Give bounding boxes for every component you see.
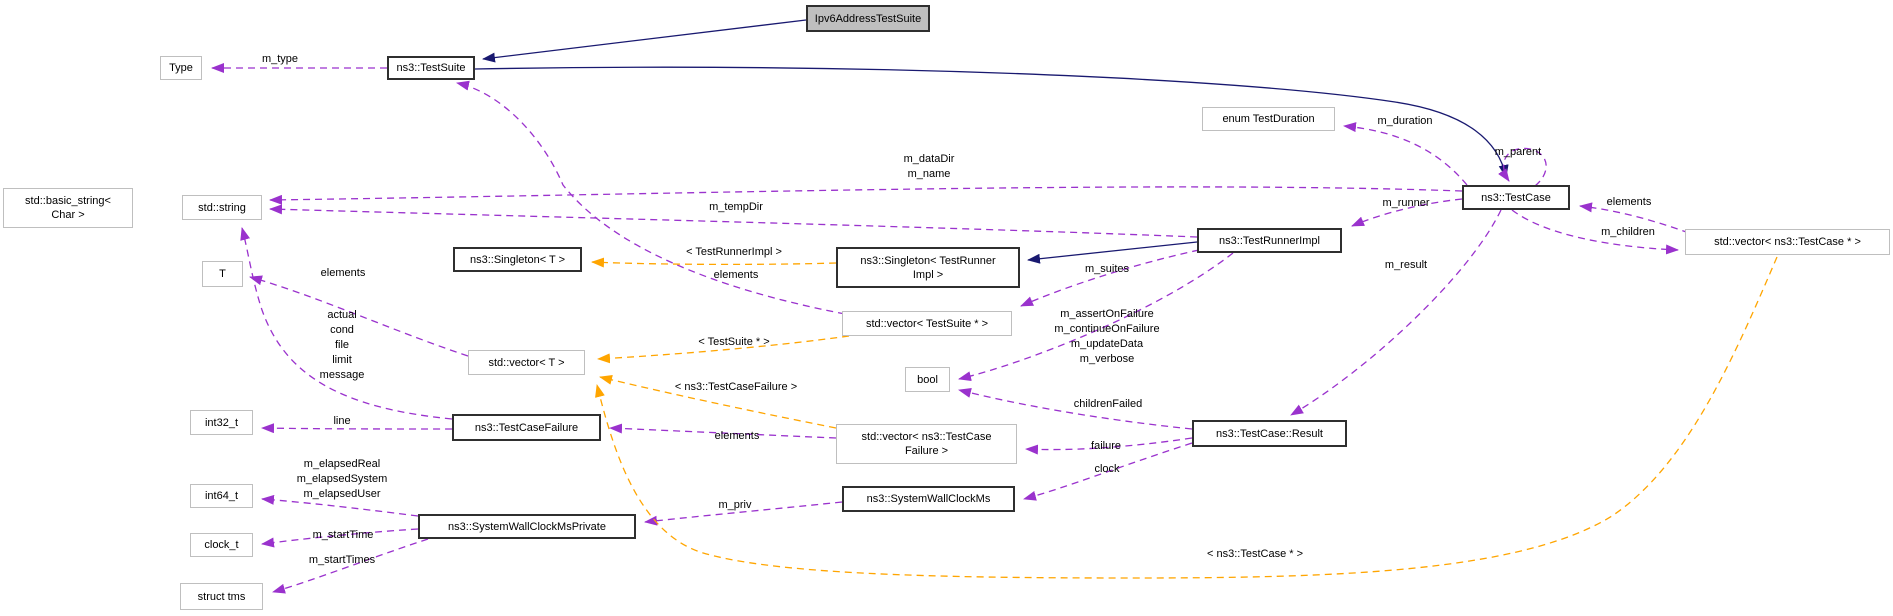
edge-label-m-datadir-m-name: m_dataDir m_name: [903, 153, 955, 180]
edge-label-m-children: m_children: [1601, 226, 1655, 238]
edge-m-starttime: [261, 528, 419, 548]
node-enum-test-duration[interactable]: enum TestDuration: [1202, 107, 1335, 131]
edge-m-runner: [1351, 198, 1463, 227]
node-test-case-failure[interactable]: ns3::TestCaseFailure: [452, 414, 601, 441]
edge-label-elements-t: elements: [320, 267, 366, 279]
edge-failure-fields: [240, 227, 453, 420]
edge-label-tpl-test-case-failure: < ns3::TestCaseFailure >: [674, 381, 798, 393]
node-singleton-t[interactable]: ns3::Singleton< T >: [453, 247, 582, 272]
edge-clock: [1023, 442, 1193, 501]
edge-label-m-duration: m_duration: [1377, 115, 1433, 127]
node-test-suite[interactable]: ns3::TestSuite: [387, 56, 475, 80]
edge-label-tpl-test-suite-ptr: < TestSuite * >: [698, 336, 770, 348]
node-singleton-test-runner-impl[interactable]: ns3::Singleton< TestRunner Impl >: [836, 247, 1020, 288]
edge-inherit-testrunnerimpl-singleton: [1027, 241, 1198, 264]
edge-label-children-failed: childrenFailed: [1073, 398, 1143, 410]
node-vector-test-case-ptr[interactable]: std::vector< ns3::TestCase * >: [1685, 229, 1890, 255]
edge-tpl-test-suite-ptr: [597, 335, 850, 364]
edge-elements-suites: [456, 80, 846, 315]
edge-label-elements-cases: elements: [1606, 196, 1652, 208]
edge-m-parent: [1498, 147, 1547, 187]
edge-m-priv: [644, 501, 843, 526]
node-test-runner-impl[interactable]: ns3::TestRunnerImpl: [1197, 228, 1342, 253]
edge-tpl-test-case-ptr: [595, 256, 1778, 579]
edge-label-m-priv: m_priv: [718, 499, 752, 511]
node-t[interactable]: T: [202, 261, 243, 287]
node-system-wall-clock-ms-private[interactable]: ns3::SystemWallClockMsPrivate: [418, 514, 636, 539]
node-std-string[interactable]: std::string: [182, 195, 262, 220]
node-clock-t[interactable]: clock_t: [190, 533, 253, 557]
edge-inherit-ipv6suite-testsuite: [482, 19, 807, 63]
edge-label-m-type: m_type: [261, 53, 299, 65]
edge-m-children: [1511, 209, 1679, 255]
edge-label-line: line: [333, 415, 351, 427]
edge-m-starttimes: [272, 538, 429, 594]
node-system-wall-clock-ms[interactable]: ns3::SystemWallClockMs: [842, 486, 1015, 512]
edge-label-failure-fields: actual cond file limit message: [319, 309, 365, 381]
edge-tpl-test-case-failure: [599, 374, 837, 429]
edge-label-m-suites: m_suites: [1084, 263, 1130, 275]
node-test-case-result[interactable]: ns3::TestCase::Result: [1192, 420, 1347, 447]
node-bool[interactable]: bool: [905, 367, 950, 392]
node-ipv6-address-test-suite: Ipv6AddressTestSuite: [806, 5, 930, 32]
node-int32-t[interactable]: int32_t: [190, 410, 253, 435]
node-type[interactable]: Type: [160, 56, 202, 80]
node-basic-string[interactable]: std::basic_string< Char >: [3, 188, 133, 228]
edge-tpl-test-runner-impl: [591, 257, 837, 268]
edge-label-m-tempdir: m_tempDir: [709, 201, 763, 213]
edge-label-tpl-test-runner-impl: < TestRunnerImpl >: [686, 246, 782, 258]
edge-label-failure: failure: [1091, 440, 1121, 452]
edge-inherit-testsuite-testcase: [474, 66, 1509, 178]
edge-m-tempdir: [269, 204, 1198, 238]
edge-m-datadir-m-name: [269, 186, 1463, 205]
edge-label-runner-flags: m_assertOnFailure m_continueOnFailure m_…: [1054, 308, 1160, 365]
edge-label-m-starttimes: m_startTimes: [308, 554, 376, 566]
edge-label-elements-suites: elements: [713, 269, 759, 281]
edge-label-elements-failures: elements: [714, 430, 760, 442]
edge-label-m-parent: m_parent: [1494, 146, 1542, 158]
edge-m-suites: [1020, 249, 1200, 307]
edge-label-m-starttime: m_startTime: [312, 529, 374, 541]
edge-elements-t: [249, 275, 469, 357]
node-vector-t[interactable]: std::vector< T >: [468, 350, 585, 375]
edge-line: [261, 423, 453, 434]
edge-label-m-result: m_result: [1384, 259, 1428, 271]
node-test-case[interactable]: ns3::TestCase: [1462, 185, 1570, 210]
edge-elements-cases: [1579, 202, 1690, 234]
edge-label-elapsed-fields: m_elapsedReal m_elapsedSystem m_elapsedU…: [296, 458, 388, 500]
node-int64-t[interactable]: int64_t: [190, 484, 253, 508]
edge-runner-flags: [958, 252, 1234, 382]
edge-label-m-runner: m_runner: [1382, 197, 1430, 209]
edge-elapsed-fields: [261, 494, 419, 517]
node-vector-test-case-failure[interactable]: std::vector< ns3::TestCase Failure >: [836, 424, 1017, 464]
edge-label-tpl-test-case-ptr: < ns3::TestCase * >: [1207, 548, 1303, 560]
edge-children-failed: [958, 388, 1193, 430]
edge-elements-failures: [609, 423, 837, 439]
edge-label-clock: clock: [1094, 463, 1120, 475]
node-struct-tms[interactable]: struct tms: [180, 583, 263, 610]
edge-m-duration: [1343, 122, 1468, 186]
node-vector-test-suite-ptr[interactable]: std::vector< TestSuite * >: [842, 311, 1012, 336]
